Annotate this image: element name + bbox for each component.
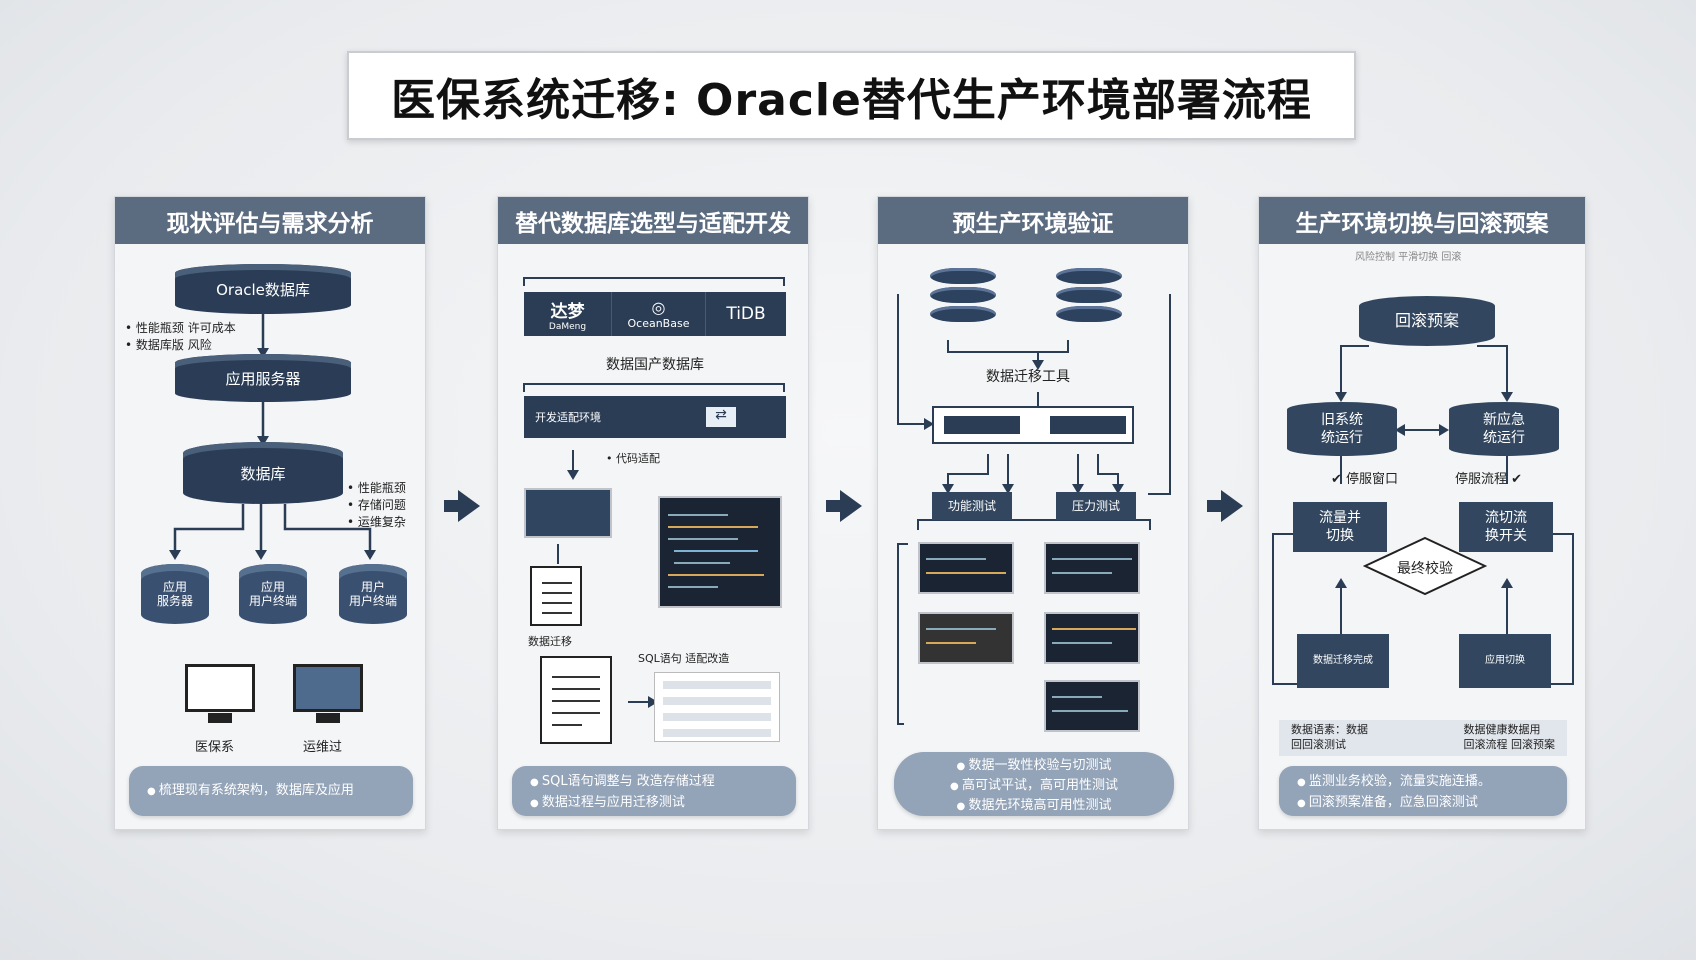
dashboard-screen [918, 612, 1014, 664]
leaf-user-terminal-1: 应用 用户终端 [239, 564, 307, 624]
code-panel [524, 488, 612, 538]
switch-right-node: 流切流 换开关 [1459, 502, 1553, 552]
final-verify-diamond: 最终校验 [1362, 536, 1488, 596]
sql-label: SQL语句 适配改造 [638, 652, 730, 665]
document-icon [540, 656, 612, 744]
downtime-process-label: 停服流程 ✔ [1455, 472, 1523, 487]
oracle-db-node: Oracle数据库 [175, 264, 351, 314]
step-label: • 代码适配 [606, 452, 660, 465]
node-function-test: 功能测试 [932, 492, 1012, 520]
panel-cutover: 生产环境切换与回滚预案 风险控制 平滑切 [1258, 196, 1586, 830]
footer-notes: SQL语句调整与 改造存储过程 数据过程与应用迁移测试 [512, 766, 796, 816]
panel-preprod: 预生产环境验证 [877, 196, 1189, 830]
monitor-icon [185, 664, 255, 723]
check-icon: ✔ [1331, 472, 1342, 487]
switch-appliance [932, 406, 1134, 444]
doc-label: 数据迁移 [528, 635, 572, 648]
vendor-strip: 达梦 DaMeng ◎ OceanBase TiDB [524, 292, 786, 336]
panel-selection: 替代数据库选型与适配开发 达梦 DaMeng ◎ OceanBase [497, 196, 809, 830]
dashboard-screen [1044, 612, 1140, 664]
switch-left-node: 流量并 切换 [1293, 502, 1387, 552]
status-bar: 数据语素：数据回回滚测试 数据健康数据用回滚流程 回滚预案 [1279, 720, 1567, 756]
leaf-app-server: 应用 服务器 [141, 564, 209, 624]
title-banner: 医保系统迁移: Oracle替代生产环境部署流程 [347, 51, 1356, 140]
bottom-right-node: 应用切换 [1459, 634, 1551, 688]
vendor-tidb: TiDB [726, 304, 766, 324]
new-system-node: 新应急 统运行 [1449, 402, 1559, 456]
dashboard-screen [1044, 680, 1140, 732]
top-bullets: 性能瓶颈 许可成本 数据库版 风险 [125, 320, 236, 354]
server-rack-icon [1056, 268, 1122, 338]
vendor-dameng: 达梦 DaMeng [524, 292, 612, 336]
rollback-plan-node: 回滚预案 [1359, 296, 1495, 346]
bottom-left-node: 数据迁移完成 [1297, 634, 1389, 688]
footer-notes: 监测业务校验，流量实施连播。 回滚预案准备，应急回滚测试 [1279, 766, 1567, 816]
clipboard-icon [530, 566, 582, 626]
form-list [654, 672, 780, 742]
footer-notes: 梳理现有系统架构，数据库及应用 [129, 766, 413, 816]
terminal-screen [658, 496, 782, 608]
dashboard-screen [918, 542, 1014, 594]
monitor-icon [293, 664, 363, 723]
group-label: 数据国产数据库 [606, 357, 704, 373]
vendor-oceanbase: ◎ OceanBase [612, 292, 706, 336]
footer-notes: 数据一致性校验与切测试 高可试平试，高可用性测试 数据先环境高可用性测试 [894, 752, 1174, 816]
database-node: 数据库 [183, 442, 343, 504]
tool-label: 开发适配环境 [535, 411, 601, 424]
flow-arrow-icon [1207, 490, 1243, 522]
panel-header: 生产环境切换与回滚预案 [1259, 197, 1585, 244]
tool-label: 数据迁移工具 [986, 369, 1070, 385]
panel-header: 替代数据库选型与适配开发 [498, 197, 808, 244]
panel-header: 现状评估与需求分析 [115, 197, 425, 244]
tool-strip: 开发适配环境 ⇄ [524, 396, 786, 438]
downtime-window-label: ✔ 停服窗口 [1331, 472, 1399, 487]
leaf-user-terminal-2: 用户 用户终端 [339, 564, 407, 624]
flow-arrow-icon [444, 490, 480, 522]
panel-assessment: 现状评估与需求分析 Oracle数据库 性能瓶颈 许可成本 数据库版 风险 应 [114, 196, 426, 830]
flow-arrow-icon [826, 490, 862, 522]
monitor-label: 医保系 [195, 740, 235, 755]
check-icon: ✔ [1511, 472, 1523, 487]
panel-header: 预生产环境验证 [878, 197, 1188, 244]
node-stress-test: 压力测试 [1056, 492, 1136, 520]
server-rack-icon [930, 268, 996, 338]
transfer-icon: ⇄ [706, 407, 736, 427]
dashboard-screen [1044, 542, 1140, 594]
app-server-node: 应用服务器 [175, 354, 351, 402]
page-title: 医保系统迁移: Oracle替代生产环境部署流程 [391, 74, 1312, 126]
right-bullets: 性能瓶颈 存储问题 运维复杂 [347, 480, 406, 531]
old-system-node: 旧系统 统运行 [1287, 402, 1397, 456]
flow-lines [897, 294, 1171, 725]
oceanbase-logo-icon: ◎ [651, 298, 666, 317]
final-verify-label: 最终校验 [1397, 561, 1453, 577]
panel-subtitle: 风险控制 平滑切换 回滚 [1355, 252, 1462, 263]
monitor-label: 运维过 [303, 740, 343, 755]
